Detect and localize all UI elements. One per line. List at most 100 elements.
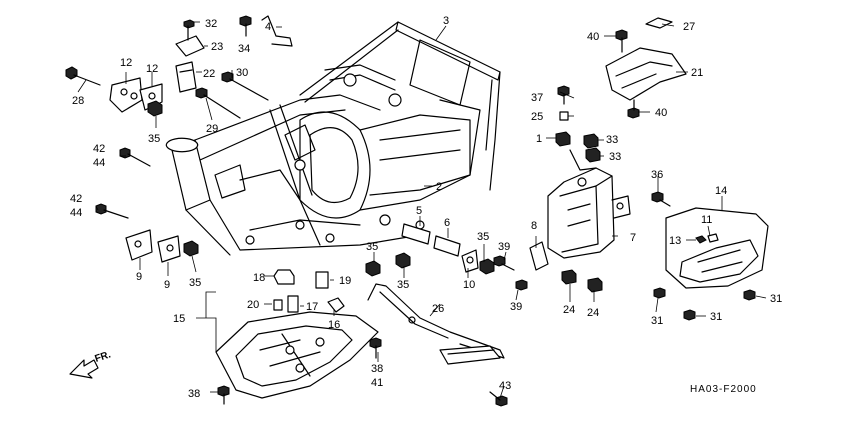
- callout-33a: 33: [606, 134, 618, 146]
- callout-23: 23: [211, 41, 223, 53]
- clip-4: [261, 15, 293, 47]
- callout-35-left: 35: [148, 133, 160, 145]
- callout-28: 28: [72, 95, 84, 107]
- callout-27: 27: [683, 21, 695, 33]
- callout-31a: 31: [651, 315, 663, 327]
- grommet-24b: [587, 277, 603, 293]
- grommet-33a: [583, 133, 599, 149]
- callout-44-upper: 44: [93, 157, 105, 169]
- bolt-39b: [515, 279, 528, 291]
- nut-35-left: [147, 100, 163, 117]
- bracket-23: [175, 35, 205, 57]
- callout-20: 20: [247, 299, 259, 311]
- collar-19: [315, 271, 329, 289]
- bolt-43: [489, 391, 508, 407]
- clip-13: [695, 235, 707, 244]
- bolt-31b: [683, 309, 696, 321]
- nut-35-lower-left: [183, 240, 199, 257]
- nut-35-frame: [365, 260, 381, 277]
- bolt-31a: [653, 287, 666, 299]
- bolt-40a: [615, 29, 628, 53]
- grommet-1: [555, 131, 571, 147]
- callout-39a: 39: [498, 241, 510, 253]
- label-27: [645, 17, 673, 29]
- plate-9b: [157, 235, 181, 263]
- nut-35-frame2: [395, 252, 411, 269]
- bolt-34: [239, 15, 252, 37]
- collar-8: [529, 241, 549, 271]
- collar-6: [433, 235, 461, 257]
- callout-12b: 12: [146, 63, 158, 75]
- bolt-39a: [493, 255, 515, 271]
- callout-8: 8: [531, 220, 537, 232]
- callout-21: 21: [691, 67, 703, 79]
- bracket-21: [605, 47, 687, 101]
- callout-9a: 9: [136, 271, 142, 283]
- bolt-38-41: [369, 337, 382, 359]
- callout-29: 29: [206, 123, 218, 135]
- callout-40b: 40: [655, 107, 667, 119]
- callout-3: 3: [443, 15, 449, 27]
- callout-15: 15: [173, 313, 185, 325]
- callout-14: 14: [715, 185, 727, 197]
- callout-38-skid: 38: [188, 388, 200, 400]
- callout-38-center: 38: [371, 363, 383, 375]
- callout-37: 37: [531, 92, 543, 104]
- bolt-40b: [627, 99, 640, 119]
- collar-18: [273, 269, 295, 285]
- callout-10: 10: [463, 279, 475, 291]
- callout-35-center: 35: [477, 231, 489, 243]
- callout-9b: 9: [164, 279, 170, 291]
- diagram-code: HA03-F2000: [690, 384, 757, 395]
- callout-24a: 24: [563, 304, 575, 316]
- callout-31c: 31: [770, 293, 782, 305]
- bolt-31c: [743, 289, 756, 301]
- front-direction-label: FR.: [94, 349, 113, 365]
- bracket-22: [175, 61, 197, 93]
- callout-26: 26: [432, 303, 444, 315]
- callout-5: 5: [416, 205, 422, 217]
- callout-4: 4: [265, 21, 271, 33]
- nut-35-center: [479, 258, 495, 275]
- callout-40a: 40: [587, 31, 599, 43]
- bolt-32: [183, 19, 195, 41]
- washer-10: [461, 249, 479, 273]
- footrest-26: [367, 283, 505, 365]
- callout-17: 17: [306, 301, 318, 313]
- callout-7: 7: [630, 232, 636, 244]
- callout-33b: 33: [609, 151, 621, 163]
- callout-31b: 31: [710, 311, 722, 323]
- frame-body: [165, 21, 501, 256]
- callout-19: 19: [339, 275, 351, 287]
- washer-25: [559, 111, 569, 121]
- collar-5: [401, 223, 431, 245]
- bracket-7: [547, 149, 631, 259]
- bolt-29: [195, 87, 241, 119]
- callout-6: 6: [444, 217, 450, 229]
- bolt-42-44-lower: [95, 203, 129, 219]
- callout-22: 22: [203, 68, 215, 80]
- front-direction-arrow: FR.: [69, 349, 113, 379]
- callout-41: 41: [371, 377, 383, 389]
- callout-18: 18: [253, 272, 265, 284]
- clip-16: [327, 297, 345, 313]
- bolt-30: [221, 71, 269, 101]
- callout-34: 34: [238, 43, 250, 55]
- callout-24b: 24: [587, 307, 599, 319]
- plate-12a: [109, 77, 143, 113]
- callout-30: 30: [236, 67, 248, 79]
- collar-17: [287, 295, 299, 313]
- bolt-36: [651, 191, 671, 207]
- callout-42-upper: 42: [93, 143, 105, 155]
- callout-13: 13: [669, 235, 681, 247]
- grommet-24a: [561, 269, 577, 285]
- callout-36: 36: [651, 169, 663, 181]
- callout-39b: 39: [510, 301, 522, 313]
- callout-1: 1: [536, 133, 542, 145]
- callout-35-frame: 35: [366, 241, 378, 253]
- callout-35-frame2: 35: [397, 279, 409, 291]
- callout-11: 11: [701, 214, 712, 226]
- callout-25: 25: [531, 111, 543, 123]
- callout-43: 43: [499, 380, 511, 392]
